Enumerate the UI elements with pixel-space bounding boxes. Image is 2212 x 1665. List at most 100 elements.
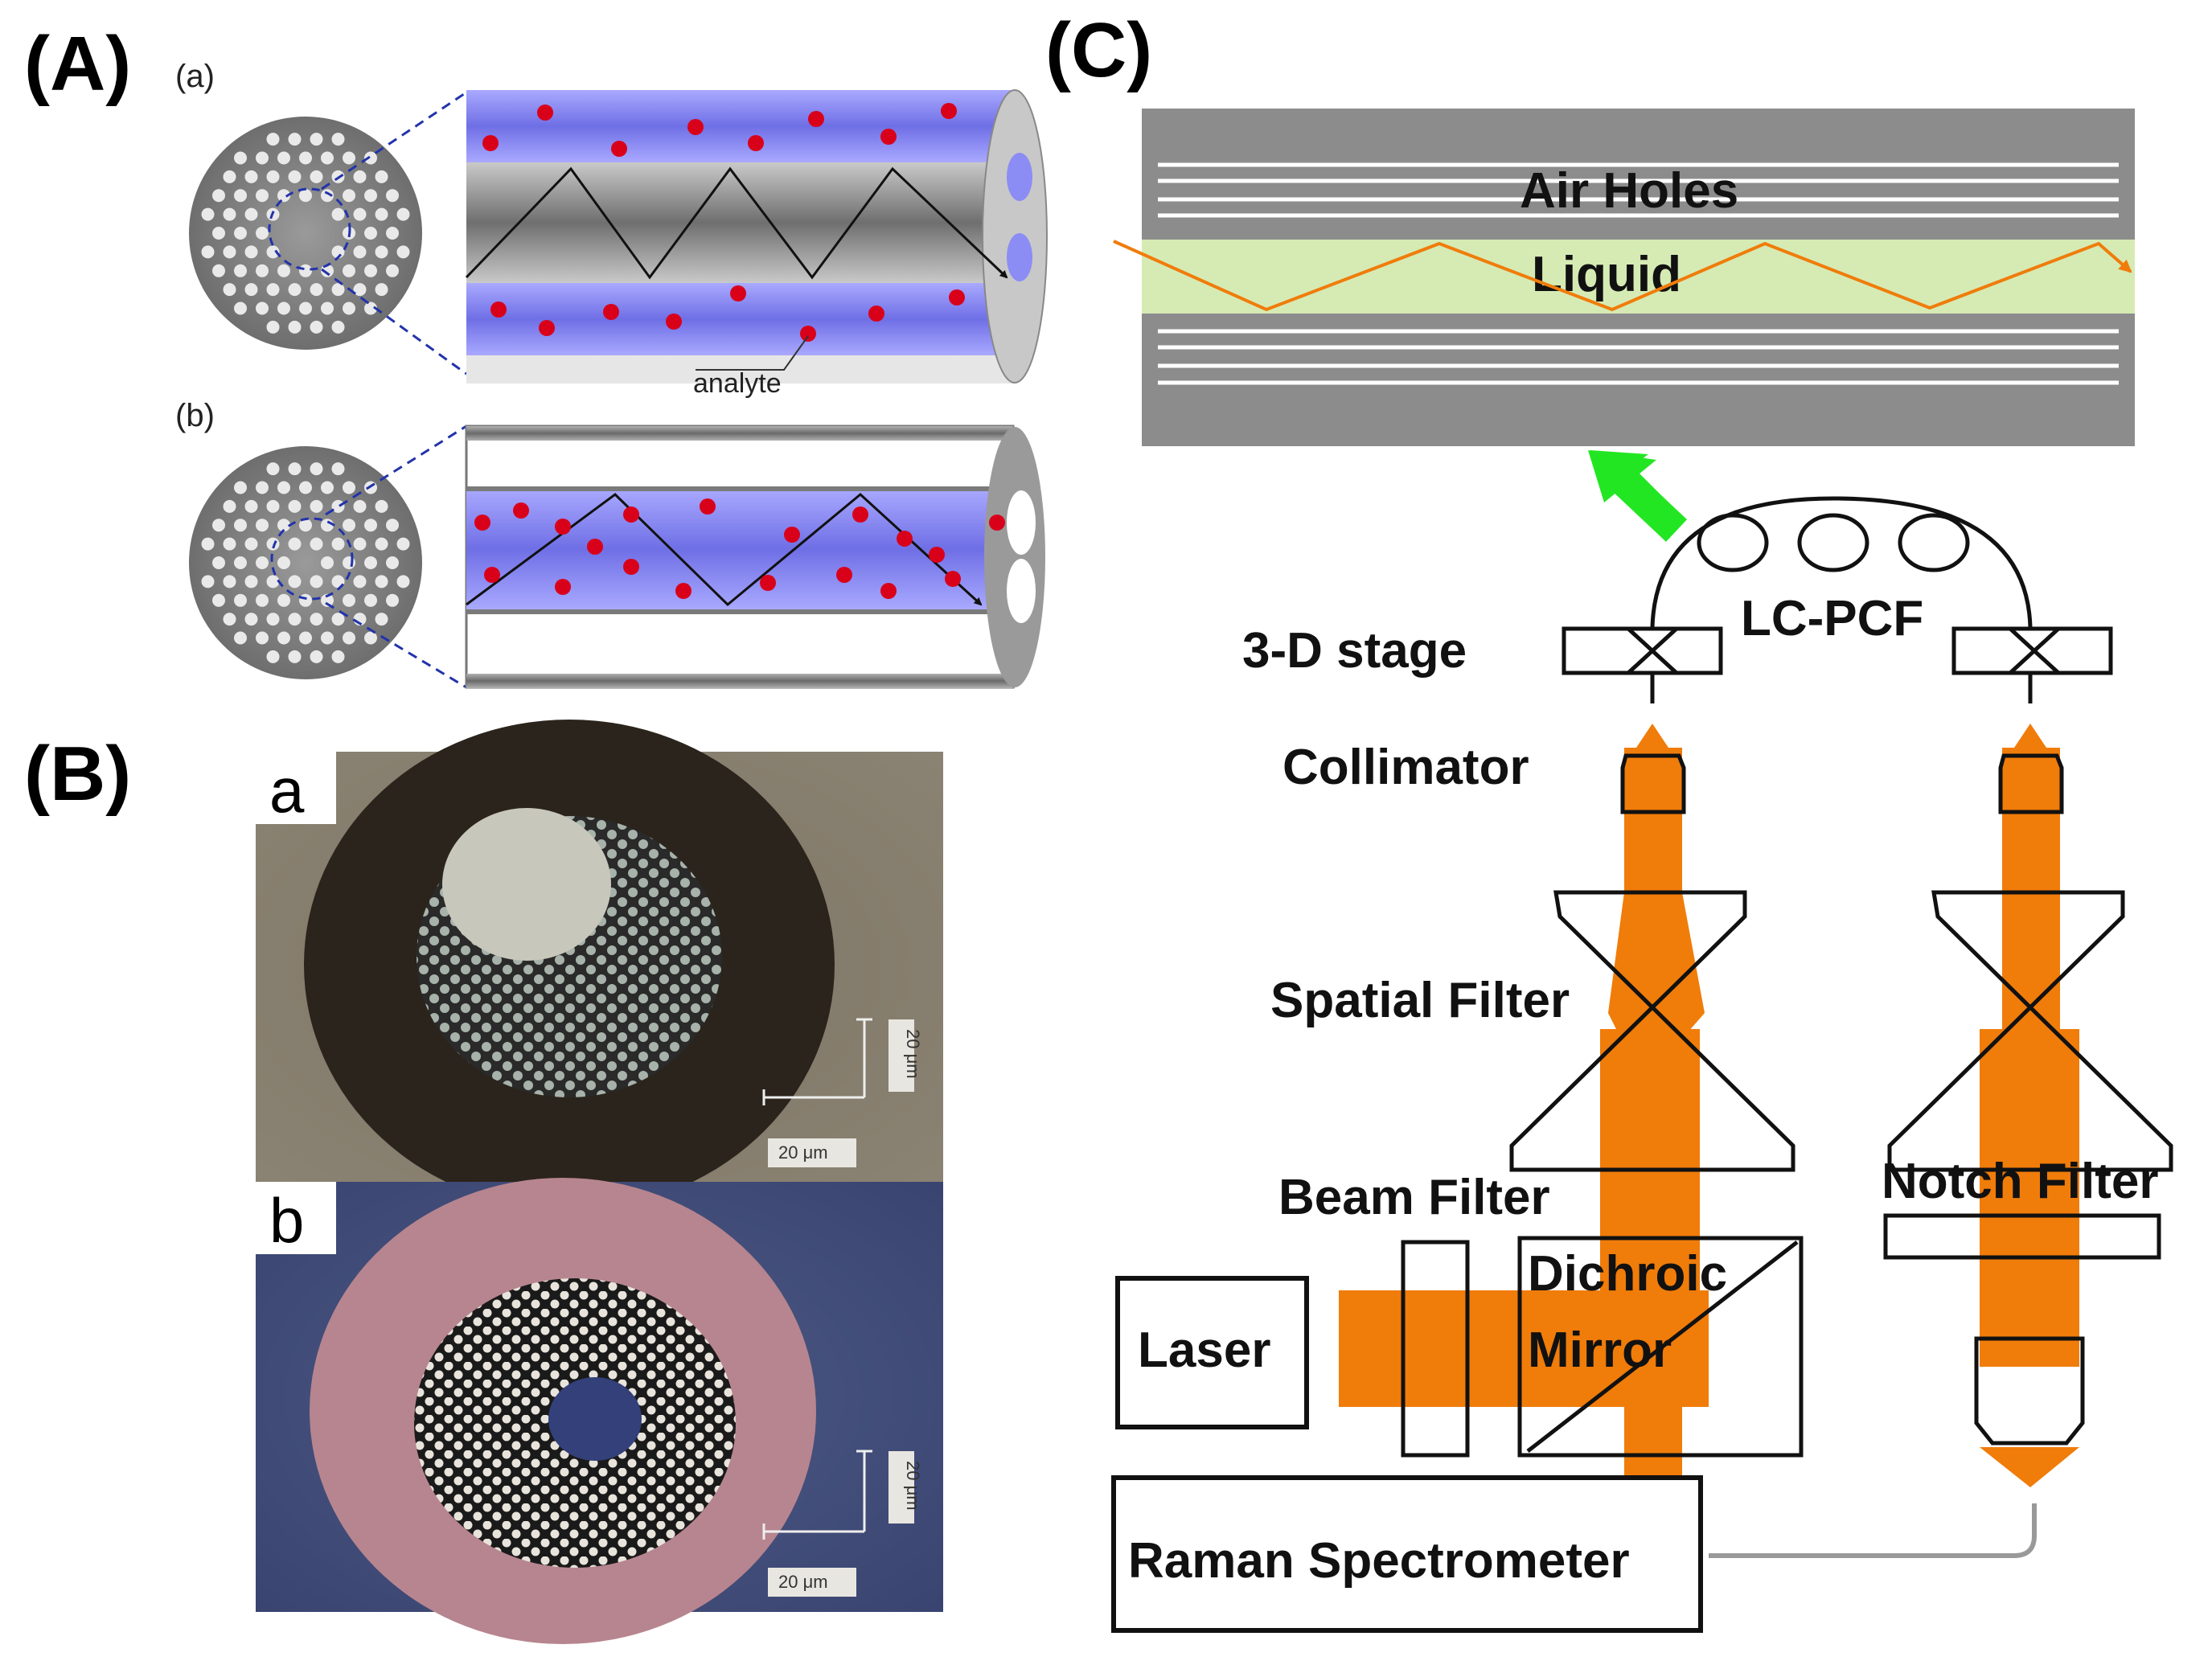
spatial-filter-label: Spatial Filter bbox=[1270, 973, 1570, 1028]
liquid-label: Liquid bbox=[1532, 247, 1681, 302]
air-hole bbox=[321, 189, 334, 203]
stage-label: 3-D stage bbox=[1242, 623, 1467, 679]
air-hole bbox=[234, 556, 247, 569]
air-hole-array-a bbox=[201, 133, 410, 334]
air-hole bbox=[299, 264, 312, 277]
air-hole bbox=[277, 189, 290, 203]
air-hole bbox=[266, 133, 280, 146]
air-hole bbox=[310, 575, 323, 588]
air-hole bbox=[386, 264, 399, 277]
air-hole bbox=[212, 227, 225, 240]
air-hole bbox=[343, 189, 355, 203]
lc-pcf-label: LC-PCF bbox=[1741, 591, 1923, 646]
air-hole bbox=[375, 537, 388, 551]
air-hole bbox=[364, 301, 377, 315]
air-hole bbox=[223, 207, 236, 221]
panel-c: (C) Air Holes Liquid bbox=[1045, 7, 2173, 1633]
lc-pcf-section: Air Holes Liquid bbox=[1113, 109, 2135, 446]
air-hole bbox=[288, 283, 302, 297]
air-hole-lines bbox=[1158, 162, 2119, 385]
air-hole bbox=[234, 151, 247, 165]
air-holes-label: Air Holes bbox=[1520, 163, 1738, 219]
air-hole bbox=[223, 575, 236, 588]
air-hole bbox=[331, 650, 345, 663]
air-hole bbox=[212, 593, 225, 607]
panel-a-sub-a-label: (a) bbox=[175, 59, 215, 94]
air-hole bbox=[375, 170, 388, 183]
air-hole bbox=[266, 462, 280, 476]
dichroic-label-line2: Mirror bbox=[1528, 1323, 1672, 1378]
collimator-label: Collimator bbox=[1282, 740, 1529, 795]
liquid-light-path bbox=[1113, 240, 2132, 312]
air-hole bbox=[310, 283, 323, 297]
air-hole bbox=[244, 575, 258, 588]
air-hole bbox=[288, 320, 302, 334]
notch-filter bbox=[1883, 1213, 2161, 1260]
air-hole bbox=[343, 301, 355, 315]
micrograph-b-label: b bbox=[269, 1185, 304, 1256]
air-hole bbox=[234, 593, 247, 607]
air-hole bbox=[331, 537, 345, 551]
air-hole bbox=[234, 227, 247, 240]
air-hole bbox=[256, 593, 269, 607]
green-arrow-head bbox=[1588, 450, 1656, 502]
analyte-label: analyte bbox=[693, 368, 782, 399]
raman-spectrometer-box bbox=[1111, 1475, 1703, 1633]
air-hole bbox=[375, 613, 388, 626]
air-hole bbox=[343, 593, 355, 607]
air-hole bbox=[396, 245, 410, 259]
air-hole bbox=[310, 462, 323, 476]
scale-bar-a bbox=[762, 1018, 872, 1105]
spectrometer-fiber bbox=[1709, 1503, 2037, 1558]
air-hole bbox=[288, 575, 302, 588]
air-hole bbox=[310, 170, 323, 183]
air-hole bbox=[201, 537, 215, 551]
air-hole bbox=[375, 245, 388, 259]
air-hole bbox=[299, 481, 312, 494]
air-hole bbox=[375, 575, 388, 588]
air-hole bbox=[223, 245, 236, 259]
air-hole bbox=[256, 631, 269, 645]
air-hole bbox=[234, 301, 247, 315]
air-hole bbox=[244, 170, 258, 183]
panel-c-label: (C) bbox=[1045, 7, 1152, 93]
beam-filter-element bbox=[1401, 1240, 1470, 1458]
fiber-tube-b bbox=[465, 424, 1045, 689]
air-hole bbox=[244, 499, 258, 513]
air-hole bbox=[223, 613, 236, 626]
air-hole bbox=[386, 593, 399, 607]
fiber-loop bbox=[1650, 496, 2033, 703]
air-hole bbox=[353, 537, 367, 551]
air-hole bbox=[364, 556, 377, 569]
air-hole bbox=[364, 189, 377, 203]
air-hole bbox=[299, 151, 312, 165]
air-hole bbox=[244, 207, 258, 221]
air-hole bbox=[364, 151, 377, 165]
air-hole bbox=[343, 481, 355, 494]
air-hole bbox=[223, 283, 236, 297]
air-hole bbox=[244, 245, 258, 259]
air-hole bbox=[223, 537, 236, 551]
air-hole bbox=[353, 575, 367, 588]
stage-left bbox=[1562, 626, 1723, 675]
air-hole bbox=[310, 650, 323, 663]
air-hole bbox=[353, 283, 367, 297]
air-hole bbox=[277, 481, 290, 494]
air-hole bbox=[364, 264, 377, 277]
air-hole bbox=[212, 264, 225, 277]
air-hole bbox=[364, 631, 377, 645]
air-hole bbox=[299, 593, 312, 607]
air-hole bbox=[266, 170, 280, 183]
air-hole bbox=[234, 481, 247, 494]
air-hole bbox=[201, 575, 215, 588]
notch-filter-label: Notch Filter bbox=[1882, 1154, 2158, 1209]
stage-right bbox=[1951, 626, 2113, 675]
air-hole bbox=[266, 283, 280, 297]
micrograph-a: a 20 μm 20 μm bbox=[256, 720, 943, 1210]
beam-right bbox=[1980, 724, 2079, 1487]
air-hole bbox=[343, 519, 355, 532]
air-hole bbox=[266, 575, 280, 588]
air-hole bbox=[364, 519, 377, 532]
air-hole bbox=[212, 519, 225, 532]
